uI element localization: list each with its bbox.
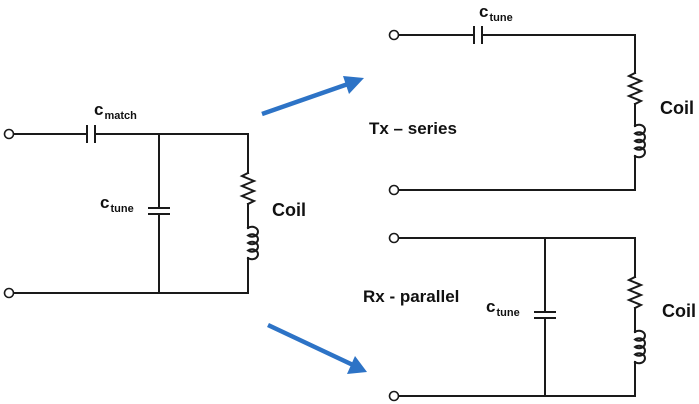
tx-coil-label: Coil [660, 98, 694, 118]
left-top-terminal [3, 128, 15, 140]
rx-coil-label: Coil [662, 301, 696, 321]
tx-c-tune-label: ctune [479, 2, 513, 24]
left-resistor [239, 171, 257, 206]
rx-c-tune-label-sub: tune [496, 307, 520, 319]
left-c-tune-label-sub: tune [110, 203, 134, 215]
tx-circuit [388, 26, 646, 196]
arrow-to-rx-shaft [267, 322, 354, 368]
tx-top-terminal [388, 29, 400, 41]
c-match-label-sub: match [104, 110, 137, 122]
left-coil-label: Coil [272, 200, 306, 220]
tx-c-tune-label-sub: tune [489, 12, 513, 24]
tx-inductor [633, 123, 646, 159]
rx-bottom-terminal [388, 390, 400, 402]
left-bottom-terminal [3, 287, 15, 299]
rx-circuit [388, 232, 646, 402]
arrow-to-rx-head [347, 356, 367, 374]
arrow-to-tx-head [343, 76, 364, 94]
rx-top-terminal [388, 232, 400, 244]
left-circuit [3, 125, 259, 299]
left-c-tune-label: ctune [100, 193, 134, 215]
arrow-to-tx-shaft [261, 81, 349, 117]
left-c-tune-label-base: c [100, 193, 110, 212]
tx-title: Tx – series [369, 119, 457, 138]
tx-c-tune-label-base: c [479, 2, 489, 21]
rx-title: Rx - parallel [363, 287, 460, 306]
tx-bottom-terminal [388, 184, 400, 196]
left-inductor [246, 225, 259, 261]
arrow-to-tx [261, 76, 364, 117]
tx-resistor [626, 71, 644, 106]
rx-c-tune-label-base: c [486, 297, 496, 316]
c-match-label: cmatch [94, 100, 137, 122]
rx-inductor [633, 329, 646, 365]
arrow-to-rx [267, 322, 367, 374]
rx-resistor [626, 275, 644, 310]
c-match-label-base: c [94, 100, 104, 119]
rx-c-tune-label: ctune [486, 297, 520, 319]
